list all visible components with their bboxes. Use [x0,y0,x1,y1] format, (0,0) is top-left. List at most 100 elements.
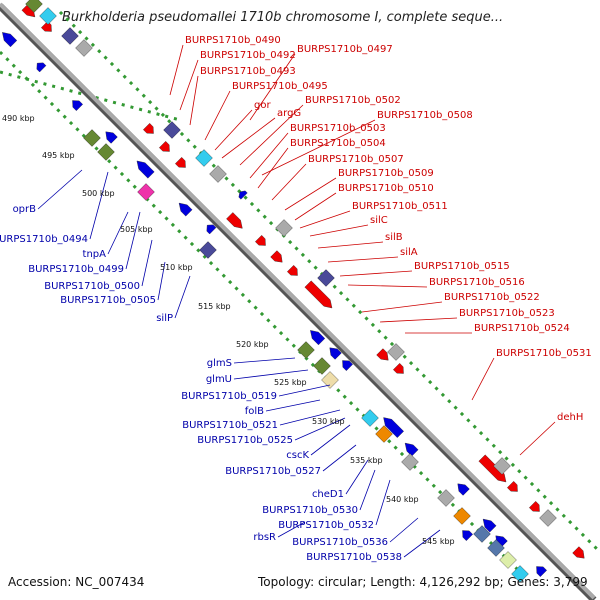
gene-labels: BURPS1710b_0490BURPS1710b_0492BURPS1710b… [0,35,592,563]
forward-gene-10-shape [376,348,389,361]
reverse-gene-11 [383,417,404,438]
forward-gene-8-shape [286,264,298,276]
reverse-gene-13-shape [457,483,470,496]
forward-gene-5-shape [226,212,243,229]
red-gene-label-3: BURPS1710b_0493 [200,66,296,77]
cog-box-3 [75,39,93,57]
cog-box-3-shape [75,39,93,57]
reverse-gene-7 [238,190,248,200]
blue-gene-label-9: BURPS1710b_0519 [181,391,277,402]
red-gene-label-20: BURPS1710b_0522 [444,292,540,303]
reverse-gene-5 [178,202,193,217]
cog-box-13 [297,341,315,359]
map-title: Burkholderia pseudomallei 1710b chromoso… [62,10,504,25]
accession-text: Accession: NC_007434 [8,575,145,589]
cog-box-0-shape [25,0,43,13]
blue-leader-3 [125,211,141,270]
blue-leader-8 [233,369,309,380]
blue-leader-7 [233,357,296,364]
blue-leader-6 [174,275,191,319]
red-leader-16 [317,241,384,249]
cog-box-27-shape [539,509,557,527]
blue-gene-label-5: BURPS1710b_0505 [60,295,156,306]
forward-gene-6 [254,234,266,246]
blue-leader-16 [359,469,376,511]
blue-leader-1 [89,171,109,240]
blue-gene-label-3: BURPS1710b_0499 [28,264,124,275]
cog-box-4-shape [163,121,181,139]
kbp-tick-5: 515 kbp [198,302,231,311]
red-gene-label-24: dehH [557,412,583,423]
red-gene-label-12: BURPS1710b_0509 [338,168,434,179]
cog-box-25 [511,565,529,583]
reverse-gene-17 [536,566,548,578]
cog-box-25-shape [511,565,529,583]
red-gene-label-2: BURPS1710b_0497 [297,44,393,55]
red-leader-6 [221,117,276,159]
blue-gene-label-8: glmU [206,374,232,385]
kbp-tick-7: 525 kbp [274,378,307,387]
cog-box-7 [83,129,101,147]
gc-dots-inner [0,50,522,574]
cog-box-14 [313,357,331,375]
forward-gene-4 [174,156,186,168]
red-leader-20 [361,301,443,313]
cog-box-12 [317,269,335,287]
blue-leader-18 [277,521,306,538]
red-leader-24 [519,421,556,456]
cog-box-18 [387,343,405,361]
forward-gene-15 [572,546,585,559]
reverse-gene-9-shape [329,347,342,360]
reverse-gene-2 [72,100,84,112]
blue-gene-label-15: cheD1 [312,489,344,500]
forward-gene-1 [40,20,52,32]
kbp-tick-0: 490 kbp [2,114,35,123]
cog-box-11-shape [275,219,293,237]
red-leader-14 [299,210,351,229]
red-gene-label-7: BURPS1710b_0502 [305,95,401,106]
red-leader-19 [347,284,428,288]
blue-leader-9 [278,384,331,397]
reverse-gene-12-shape [404,442,419,457]
red-gene-label-1: BURPS1710b_0492 [200,50,296,61]
forward-gene-7-shape [270,250,283,263]
blue-gene-label-7: glmS [207,358,232,369]
reverse-gene-5-shape [178,202,193,217]
kbp-tick-3: 505 kbp [120,225,153,234]
kbp-tick-2: 500 kbp [82,189,115,198]
forward-gene-9 [304,280,333,309]
blue-gene-label-11: BURPS1710b_0521 [182,420,278,431]
blue-gene-label-14: BURPS1710b_0527 [225,466,321,477]
forward-gene-11-shape [392,362,404,374]
cog-box-19 [401,453,419,471]
red-gene-label-23: BURPS1710b_0531 [496,348,592,359]
red-leader-9 [249,132,289,179]
forward-gene-14 [528,500,540,512]
red-gene-label-0: BURPS1710b_0490 [185,35,281,46]
forward-gene-3 [158,140,170,152]
cog-box-14-shape [313,357,331,375]
forward-gene-1-shape [40,20,52,32]
forward-gene-2-shape [142,122,154,134]
reverse-gene-10-shape [342,360,354,372]
kbp-tick-8: 530 kbp [312,417,345,426]
red-leader-13 [294,192,337,221]
cog-box-12-shape [317,269,335,287]
red-gene-label-21: BURPS1710b_0523 [459,308,555,319]
forward-gene-8 [286,264,298,276]
blue-leader-0 [37,169,83,210]
blue-gene-label-6: silP [156,313,173,324]
cog-box-15 [321,371,339,389]
cog-box-20 [437,489,455,507]
cog-box-23-shape [487,539,505,557]
kbp-tick-4: 510 kbp [160,263,193,272]
cog-box-23 [487,539,505,557]
cog-box-17-shape [375,425,393,443]
red-gene-label-15: silC [370,215,388,226]
reverse-gene-3-shape [105,131,118,144]
red-leader-10 [257,147,289,189]
red-gene-label-9: BURPS1710b_0503 [290,123,386,134]
forward-gene-14-shape [528,500,540,512]
blue-leader-13 [310,424,351,456]
